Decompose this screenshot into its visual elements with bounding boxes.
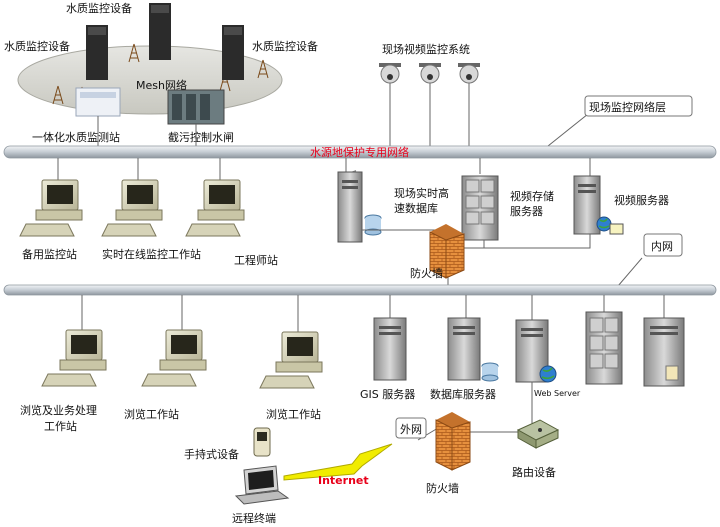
laptop-icon	[234, 465, 290, 505]
router-icon	[516, 419, 560, 449]
sewage-gate-icon	[167, 89, 225, 125]
browse-station-label-2: 浏览工作站	[266, 407, 321, 421]
handheld-icon	[253, 427, 271, 457]
water-device-left-label: 水质监控设备	[4, 39, 70, 53]
video-storage-label-2: 服务器	[510, 205, 543, 218]
sewage-gate-label: 截污控制水闸	[168, 130, 234, 144]
app-server-icon	[643, 317, 685, 387]
gis-server-label: GIS 服务器	[360, 388, 415, 401]
water-quality-device-icon	[86, 3, 244, 80]
workstation-icon	[259, 331, 323, 389]
web-server-label: Web Server	[534, 389, 581, 398]
workstation-icon	[185, 179, 245, 237]
workstation-icon	[41, 329, 107, 387]
engineer-station-label: 工程师站	[234, 253, 278, 267]
browse-station-label-1: 浏览工作站	[124, 407, 179, 421]
db-server-label: 数据库服务器	[430, 387, 496, 401]
mesh-drops	[97, 116, 197, 146]
storage-server-icon	[585, 311, 623, 385]
outer-firewall-label: 防火墙	[426, 481, 459, 495]
router-label: 路由设备	[512, 465, 556, 479]
water-device-right-label: 水质监控设备	[252, 39, 318, 53]
video-server-icon	[573, 175, 601, 235]
lightning-icon	[283, 443, 393, 481]
workstation-icon	[141, 329, 207, 387]
video-system-label: 现场视频监控系统	[382, 42, 470, 56]
outer-firewall-icon	[435, 412, 471, 471]
inner-firewall-label: 防火墙	[410, 266, 443, 280]
extranet-label: 外网	[400, 423, 422, 436]
integrated-station-label: 一体化水质监测站	[32, 130, 120, 144]
online-station-label: 实时在线监控工作站	[102, 247, 201, 261]
integrated-station-icon	[75, 87, 121, 117]
browse-business-label-2: 工作站	[44, 419, 77, 433]
lower-bus-drops	[81, 295, 665, 332]
video-storage-label-1: 视频存储	[510, 189, 554, 203]
private-network-bus	[3, 145, 717, 159]
top-bus-drops	[57, 158, 591, 182]
video-server-label: 视频服务器	[614, 193, 669, 207]
intranet-bus	[3, 284, 717, 296]
workstation-icon	[19, 179, 83, 237]
intranet-label: 内网	[651, 239, 673, 253]
remote-terminal-label: 远程终端	[232, 511, 276, 525]
gis-server-icon	[373, 317, 407, 381]
field-network-label: 现场监控网络层	[589, 100, 666, 114]
realtime-db-label-2: 速数据库	[394, 201, 438, 215]
realtime-db-server-icon	[337, 170, 382, 243]
inner-firewall-icon	[429, 224, 465, 279]
realtime-db-label-1: 现场实时高	[394, 186, 449, 200]
globe-icon	[596, 216, 624, 235]
video-storage-server-icon	[461, 175, 499, 241]
intranet-callout: 内网	[617, 233, 683, 287]
browse-business-label-1: 浏览及业务处理	[20, 403, 97, 417]
mesh-network-label: Mesh网络	[136, 78, 187, 92]
backup-station-label: 备用监控站	[22, 247, 77, 261]
globe-icon	[539, 365, 557, 383]
handheld-label: 手持式设备	[184, 447, 239, 461]
workstation-icon	[101, 179, 163, 237]
private-network-label: 水源地保护专用网络	[310, 145, 409, 159]
field-network-callout: 现场监控网络层	[547, 95, 693, 147]
extranet-callout: 外网	[395, 417, 427, 439]
water-device-top-label: 水质监控设备	[66, 1, 132, 15]
db-server-icon	[447, 317, 499, 382]
camera-icon	[379, 63, 480, 84]
camera-drops	[389, 83, 470, 146]
internet-label: Internet	[318, 474, 369, 487]
